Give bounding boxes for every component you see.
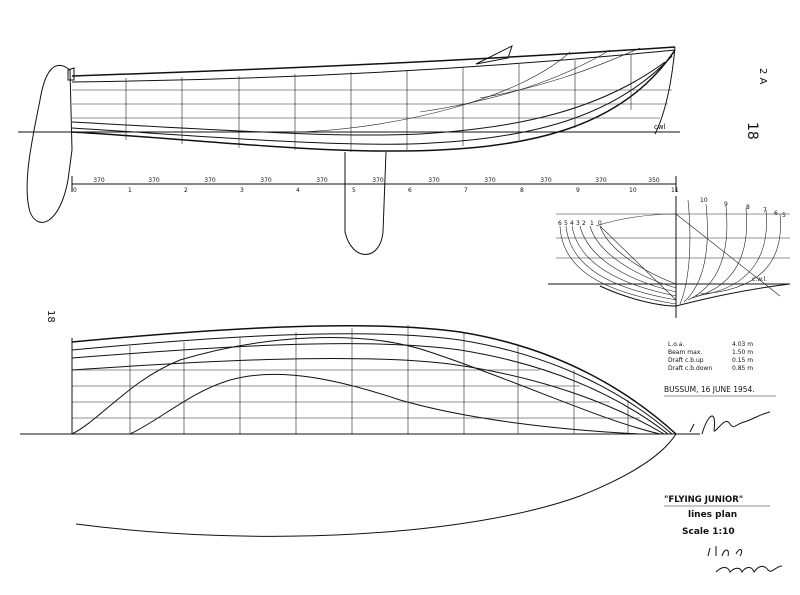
station-number: 6: [408, 187, 412, 194]
section-label: 9: [724, 201, 728, 208]
station-spacing: 370: [204, 177, 216, 184]
station-number: 2: [184, 187, 188, 194]
section-label: 0: [598, 220, 602, 227]
section-label: 5: [782, 212, 786, 219]
section-label: 3: [576, 220, 580, 227]
deck-half-breadth: [71, 324, 677, 435]
station-spacing: 370: [595, 177, 607, 184]
station-spacing: 370: [428, 177, 440, 184]
profile-view: cwl 0 1 2 3 4 5 6 7: [18, 45, 680, 255]
lower-plan-curve: [75, 433, 677, 537]
section-label: 7: [763, 207, 767, 214]
buttock-line-2: [71, 61, 666, 136]
corner-mark-top: 2 A: [757, 68, 768, 85]
corner-mark-side: 18: [744, 122, 760, 140]
particulars-table: L.o.a. 4.03 m Beam max. 1.50 m Draft c.b…: [668, 341, 753, 372]
buttock-line-1: [71, 55, 673, 145]
station-number: 7: [464, 187, 468, 194]
half-breadth-plan: [20, 324, 700, 537]
station-number: 3: [240, 187, 244, 194]
particular-label: L.o.a.: [668, 341, 684, 348]
section-label: 10: [700, 197, 708, 204]
body-plan-left-labels: 6 5 4 3 2 1 0: [558, 220, 602, 227]
section-label: 2: [582, 220, 586, 227]
station-spacing: 370: [93, 177, 105, 184]
station-spacing: 370: [260, 177, 272, 184]
title-block: "FLYING JUNIOR" lines plan Scale 1:10: [664, 495, 743, 537]
section-label: 4: [570, 220, 574, 227]
station-number: 8: [520, 187, 524, 194]
body-plan-right-labels: 10 9 8 7 6 5: [700, 197, 786, 219]
plan-title: "FLYING JUNIOR": [664, 495, 743, 505]
station-number: 0: [73, 187, 77, 194]
spray-fin: [475, 45, 513, 65]
waterline-half-1: [71, 333, 673, 435]
side-page-number: 18: [45, 310, 56, 323]
centreboard: [344, 151, 387, 255]
station-spacing: 370: [372, 177, 384, 184]
station-labels: 0 1 2 3 4 5 6 7 8 9 10 11: [73, 187, 679, 194]
stem-line: [654, 46, 676, 135]
particular-label: Draft c.b.up: [668, 357, 704, 364]
diagonal-half-2: [129, 373, 641, 435]
station-spacing: 370: [484, 177, 496, 184]
diagonal-3: [479, 47, 641, 99]
deck-edge: [71, 49, 676, 83]
body-plan-cwl-label: c.w.l.: [752, 276, 767, 283]
station-spacings: 370 370 370 370 370 370 370 370 370 370 …: [93, 177, 660, 184]
diagonal-2: [419, 49, 611, 113]
station-spacing: 370: [316, 177, 328, 184]
station-spacing: 370: [540, 177, 552, 184]
section-label: 6: [774, 210, 778, 217]
particular-value: 1.50 m: [732, 349, 753, 356]
body-plan: c.w.l. 6 5 4 3 2: [548, 196, 791, 318]
forward-sections: [675, 199, 781, 305]
waterline-label: cwl: [654, 123, 666, 131]
station-number: 1: [128, 187, 132, 194]
station-number: 4: [296, 187, 300, 194]
plan-scale: Scale 1:10: [682, 527, 735, 537]
date-line: BUSSUM, 16 JUNE 1954.: [664, 385, 755, 394]
station-number: 10: [629, 187, 637, 194]
particular-label: Draft c.b.down: [668, 365, 712, 372]
section-label: 8: [746, 204, 750, 211]
waterline-half-3: [71, 357, 665, 435]
particular-value: 0.85 m: [732, 365, 753, 372]
aft-sections: [559, 213, 677, 305]
particular-label: Beam max.: [668, 349, 702, 356]
plan-subtitle: lines plan: [688, 510, 737, 520]
section-label: 5: [564, 220, 568, 227]
section-label: 6: [558, 220, 562, 227]
waterline-half-2: [71, 343, 669, 435]
sheer-line: [71, 46, 676, 77]
section-label: 1: [590, 220, 594, 227]
transom-post: [67, 67, 75, 81]
station-spacing: 350: [648, 177, 660, 184]
designer-signature: [689, 411, 771, 435]
diagonal-1: [299, 51, 571, 133]
handwritten-signature: [707, 546, 783, 574]
station-number: 9: [576, 187, 580, 194]
profile-stations: [125, 55, 632, 152]
station-spacing: 370: [148, 177, 160, 184]
particular-value: 0.15 m: [732, 357, 753, 364]
particular-value: 4.03 m: [732, 341, 753, 348]
station-number: 5: [352, 187, 356, 194]
station-number: 11: [671, 187, 679, 194]
body-plan-keel: [599, 283, 791, 307]
rudder: [26, 64, 73, 223]
keel-line: [71, 49, 676, 152]
half-breadth-grid: [72, 325, 640, 434]
